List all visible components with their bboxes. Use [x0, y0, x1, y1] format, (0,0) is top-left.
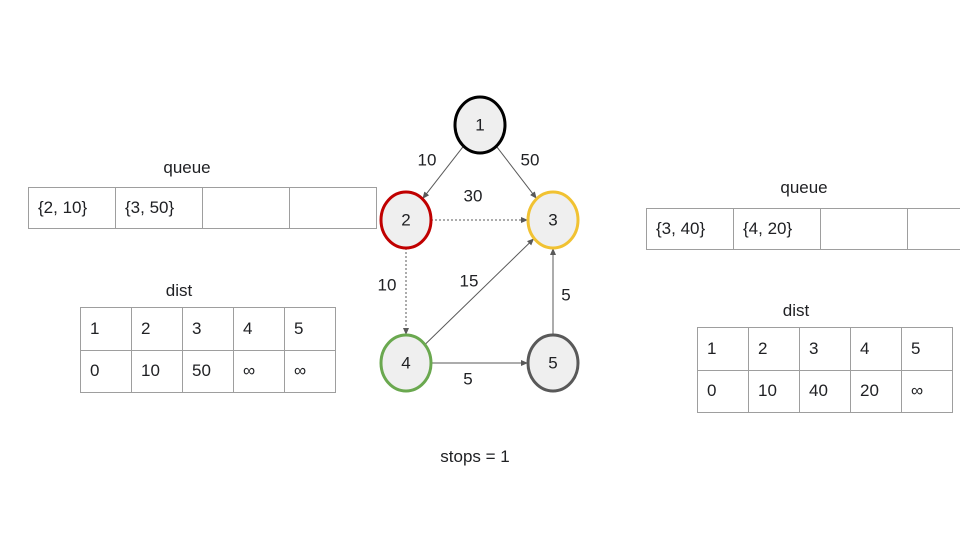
dist-header-cell: 5 [284, 307, 336, 351]
node-circle [526, 333, 580, 393]
dist-value-cell: 50 [182, 349, 234, 393]
node-4: 4 [379, 333, 433, 393]
edge-weight-2-3: 30 [464, 186, 483, 205]
edge-weight-5-3: 5 [561, 285, 570, 304]
edge-weight-4-5: 5 [463, 369, 472, 388]
node-label: 1 [475, 115, 484, 134]
right-dist-table: 1 2 3 4 5 0 10 40 20 ∞ [697, 327, 953, 413]
dist-header-cell: 2 [131, 307, 183, 351]
right-dist-title: dist [782, 301, 810, 320]
right-queue-title: queue [780, 178, 828, 197]
left-queue-title: queue [163, 158, 211, 177]
node-circle [379, 333, 433, 393]
dist-value-cell: ∞ [284, 349, 336, 393]
queue-cell [202, 187, 290, 229]
node-1: 1 [453, 95, 507, 155]
edge-weight-2-4: 10 [378, 275, 397, 294]
queue-cell: {2, 10} [28, 187, 116, 229]
dist-header-cell: 4 [850, 327, 902, 371]
queue-cell: {3, 40} [646, 208, 734, 250]
queue-row: {2, 10} {3, 50} [28, 187, 377, 229]
queue-cell: {3, 50} [115, 187, 203, 229]
node-label: 3 [548, 210, 557, 229]
node-circle [453, 95, 507, 155]
edge-weight-1-2: 10 [418, 150, 437, 169]
dist-value-row: 0 10 50 ∞ ∞ [80, 349, 336, 393]
queue-cell [907, 208, 960, 250]
dist-value-cell: ∞ [901, 369, 953, 413]
dist-value-cell: 10 [131, 349, 183, 393]
node-circle [379, 190, 433, 250]
queue-cell [289, 187, 377, 229]
stops-label: stops = 1 [440, 447, 510, 466]
node-label: 2 [401, 210, 410, 229]
node-label: 5 [548, 353, 557, 372]
left-dist-table: 1 2 3 4 5 0 10 50 ∞ ∞ [80, 307, 336, 393]
node-label: 4 [401, 353, 410, 372]
queue-row: {3, 40} {4, 20} [646, 208, 960, 250]
dist-value-cell: 10 [748, 369, 800, 413]
left-queue-table: {2, 10} {3, 50} [28, 187, 377, 229]
dist-value-cell: 0 [80, 349, 132, 393]
edge-1-3 [495, 145, 538, 200]
dist-value-cell: ∞ [233, 349, 285, 393]
dist-value-row: 0 10 40 20 ∞ [697, 369, 953, 413]
queue-cell [820, 208, 908, 250]
node-circle [526, 190, 580, 250]
node-2: 2 [379, 190, 433, 250]
left-dist-title: dist [165, 281, 193, 300]
edge-weight-4-3: 15 [460, 271, 479, 290]
node-5: 5 [526, 333, 580, 393]
dist-value-cell: 20 [850, 369, 902, 413]
edge-1-2 [422, 145, 464, 200]
dist-value-cell: 40 [799, 369, 851, 413]
dist-header-cell: 2 [748, 327, 800, 371]
edge-4-3 [424, 238, 535, 345]
node-3: 3 [526, 190, 580, 250]
edge-weight-1-3: 50 [521, 150, 540, 169]
dist-header-cell: 3 [182, 307, 234, 351]
right-queue-table: {3, 40} {4, 20} [646, 208, 960, 250]
